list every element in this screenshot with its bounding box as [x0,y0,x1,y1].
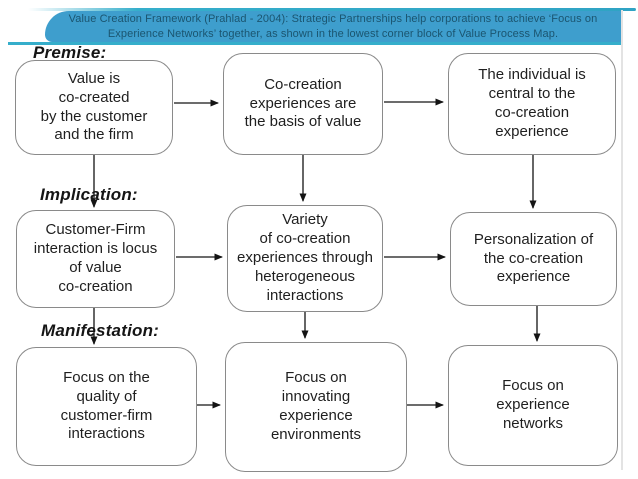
header-title: Value Creation Framework (Prahlad - 2004… [68,12,598,40]
right-edge-line [621,10,623,470]
section-label-implication: Implication: [40,185,138,204]
node-value-cocreated: Value is co-created by the customer and … [15,60,173,155]
top-accent-line [28,8,636,11]
node-individual-central: The individual is central to the co-crea… [448,53,616,155]
section-label-manifestation: Manifestation: [41,321,160,340]
node-focus-innovating: Focus on innovating experience environme… [225,342,407,472]
node-cocreation-experiences: Co-creation experiences are the basis of… [223,53,383,155]
node-focus-networks: Focus on experience networks [448,345,618,466]
node-variety-experiences: Variety of co-creation experiences throu… [227,205,383,312]
node-customer-firm-interaction: Customer-Firm interaction is locus of va… [16,210,175,308]
section-label-premise: Premise: [33,43,107,62]
header-divider-line [8,42,622,45]
header-banner: Value Creation Framework (Prahlad - 2004… [45,11,621,42]
node-focus-quality: Focus on the quality of customer-firm in… [16,347,197,466]
node-personalization: Personalization of the co-creation exper… [450,212,617,306]
